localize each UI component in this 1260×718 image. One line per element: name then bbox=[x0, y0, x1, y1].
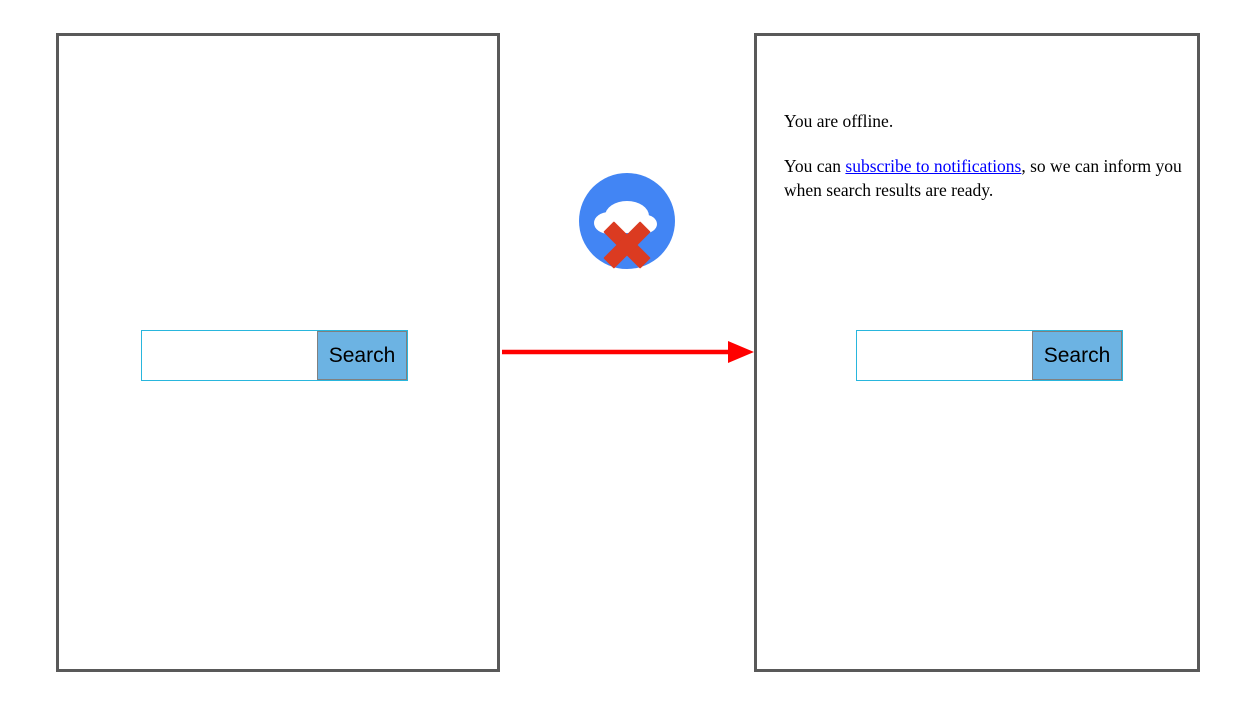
right-arrow-icon bbox=[500, 336, 756, 368]
panel-before-state: Search bbox=[56, 33, 500, 672]
subscribe-prompt-suffix: , so we can inform you when search resul… bbox=[784, 155, 1182, 200]
cloud-offline-svg bbox=[579, 173, 675, 269]
error-cross-icon bbox=[603, 221, 651, 269]
search-button[interactable]: Search bbox=[1032, 331, 1122, 380]
search-button[interactable]: Search bbox=[317, 331, 407, 380]
search-input[interactable] bbox=[857, 331, 1032, 380]
cloud-offline-icon bbox=[578, 172, 676, 270]
offline-message-block: You are offline. You can subscribe to no… bbox=[784, 110, 1184, 202]
search-input[interactable] bbox=[142, 331, 317, 380]
search-widget-after[interactable]: Search bbox=[856, 330, 1123, 381]
search-widget-before[interactable]: Search bbox=[141, 330, 408, 381]
subscribe-prompt-text: You can subscribe to notifications, so w… bbox=[784, 155, 1184, 203]
offline-status-text: You are offline. bbox=[784, 111, 894, 131]
subscribe-to-notifications-link[interactable]: subscribe to notifications bbox=[845, 155, 1022, 176]
subscribe-prompt-prefix: You can bbox=[784, 155, 846, 176]
right-arrow-svg bbox=[502, 341, 754, 363]
panel-after-state: You are offline. You can subscribe to no… bbox=[754, 33, 1200, 672]
arrow-head bbox=[728, 341, 754, 363]
